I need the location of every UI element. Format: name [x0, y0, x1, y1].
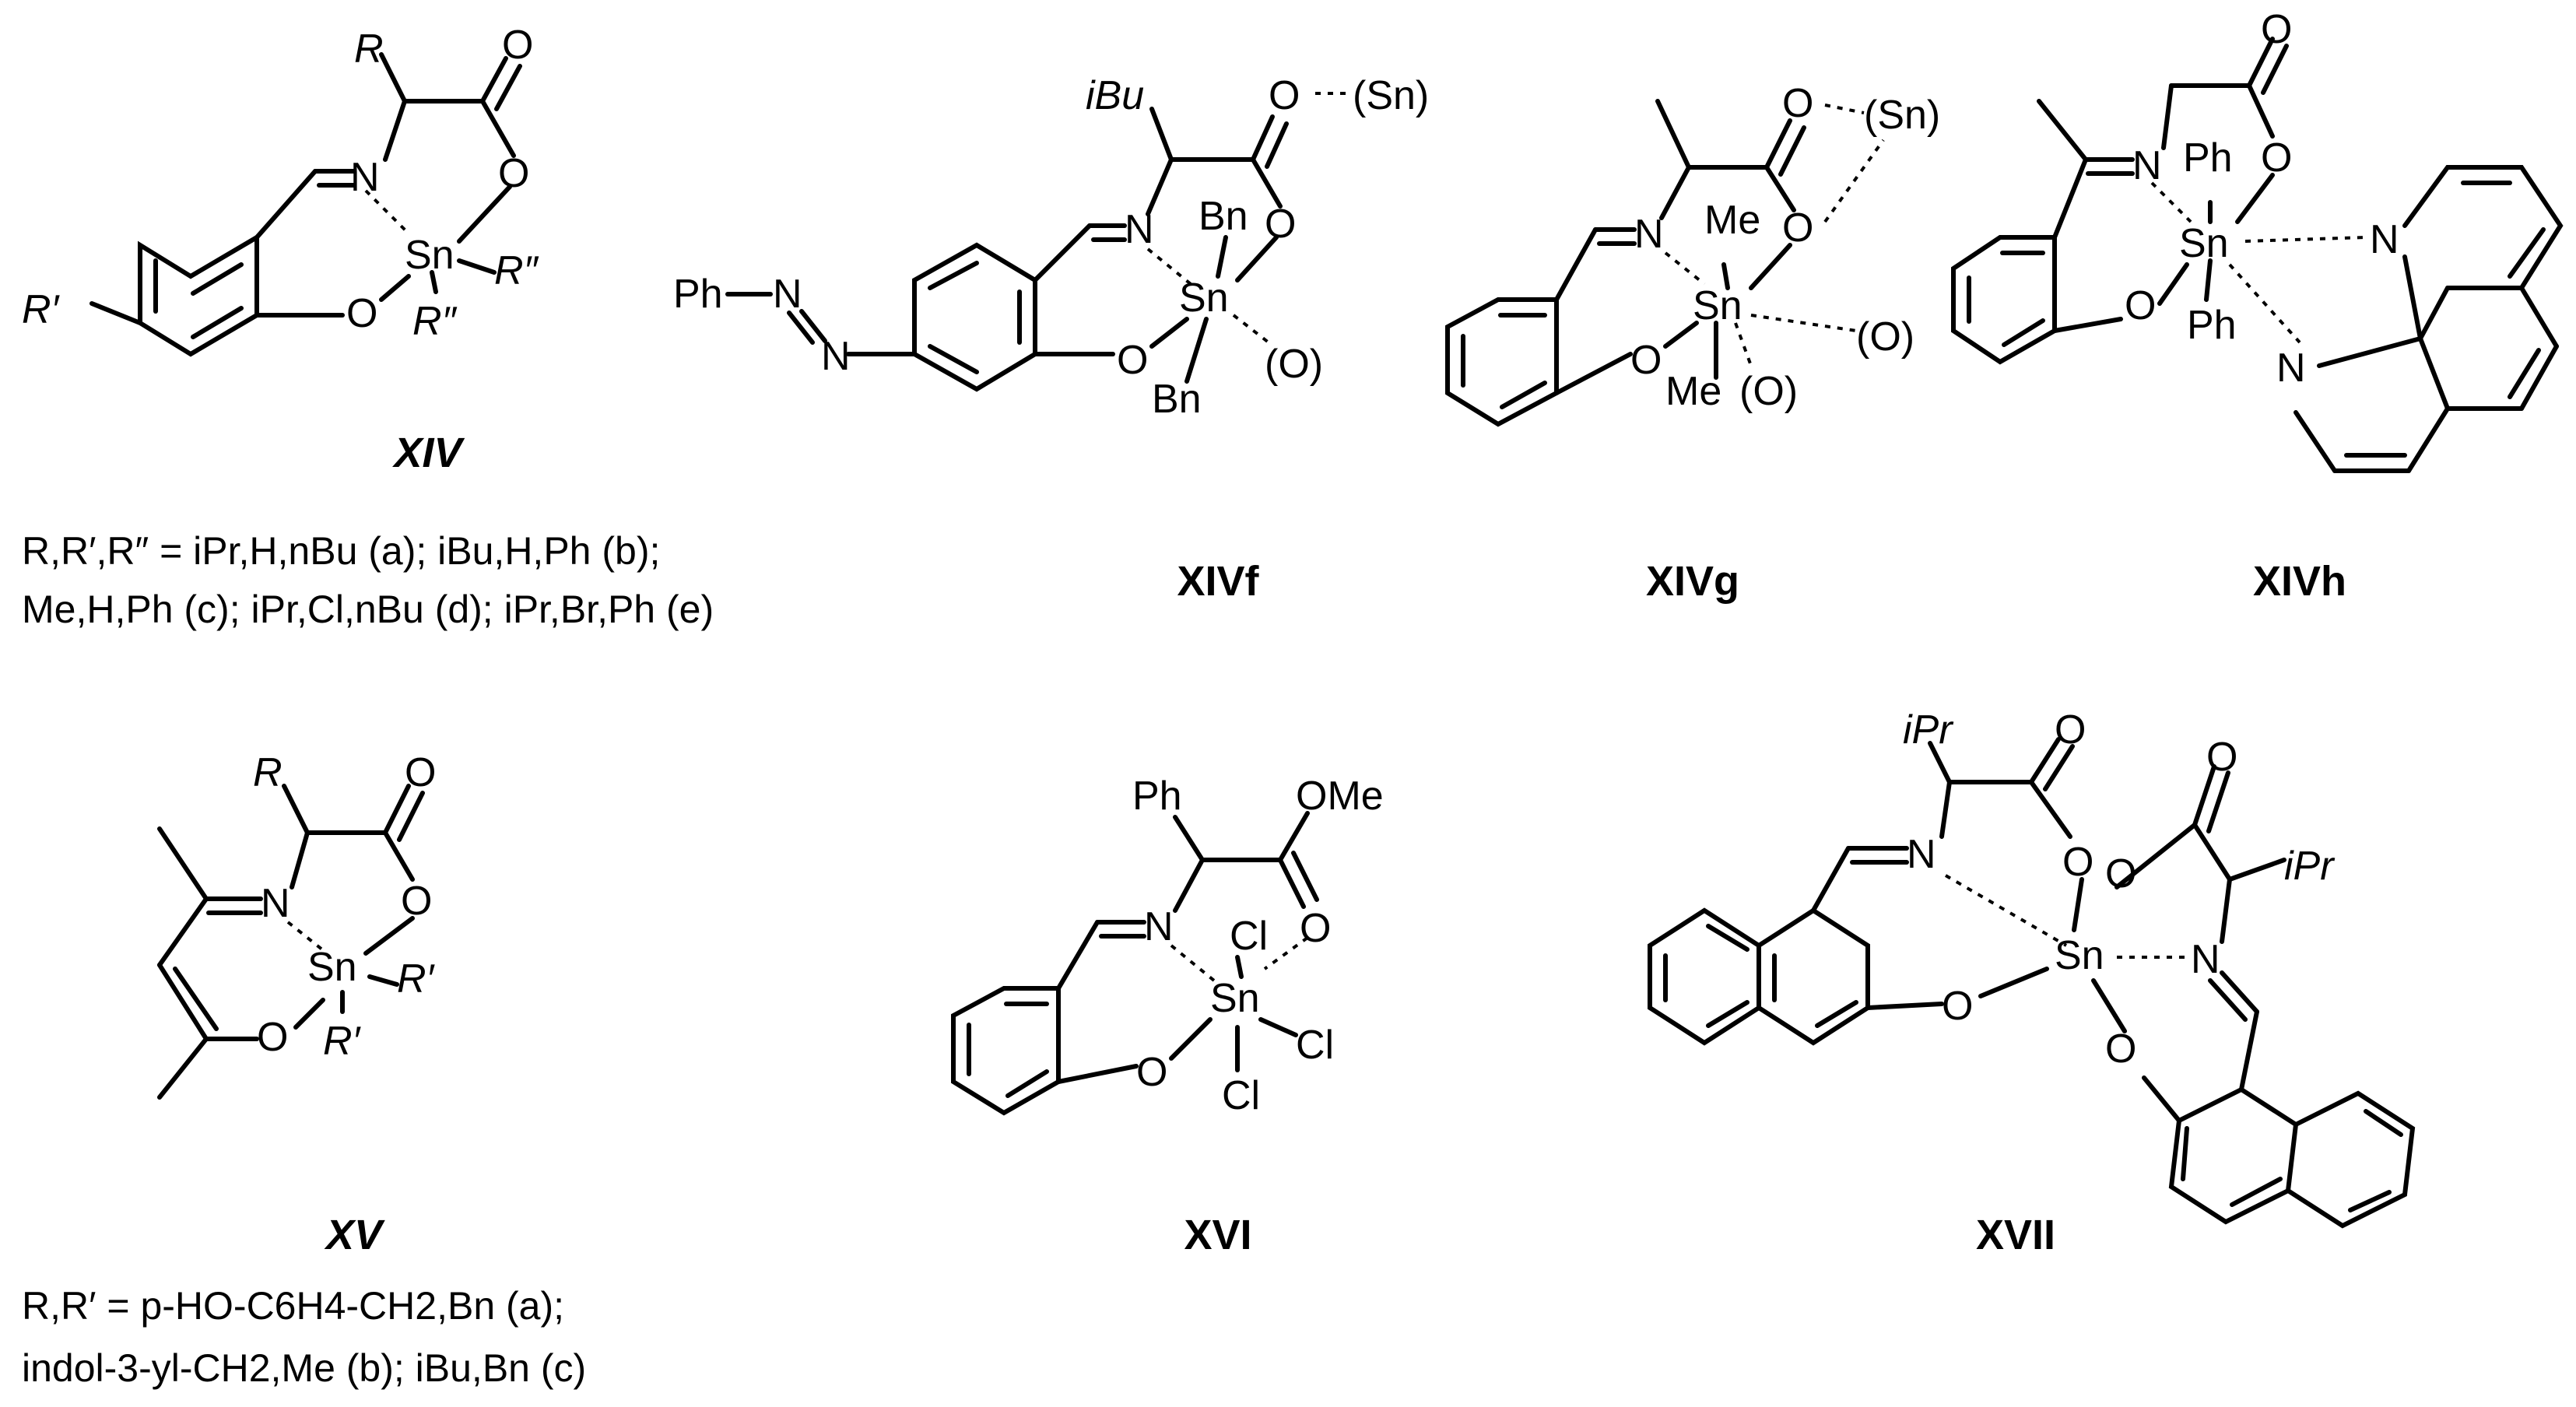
xvi-atom-O2: O	[1300, 906, 1331, 951]
xivh-atom-O3: O	[2125, 283, 2156, 328]
xivh-atom-O1: O	[2261, 7, 2292, 52]
label-XVII: XVII	[1976, 1212, 2055, 1258]
xvii-atom-N2: N	[2191, 937, 2220, 982]
label-XVI: XVI	[1184, 1212, 1251, 1258]
xvii-atom-O3: O	[2062, 840, 2093, 885]
xv-atom-R1a: R′	[397, 956, 436, 1002]
structure-XIVf: Ph N N iBu O (Sn) N O Bn Sn O Bn (O)	[673, 73, 1429, 422]
xiv-atom-R: R	[354, 26, 384, 72]
xvii-atom-O6: O	[2105, 1026, 2136, 1072]
label-XV: XV	[324, 1212, 385, 1258]
structure-XIV: R O O N Sn O R′ R″ R″	[22, 23, 539, 357]
xvi-atom-Cl3: Cl	[1222, 1073, 1260, 1118]
xivf-atom-Ph: Ph	[673, 272, 723, 317]
xvii-atom-O5: O	[1942, 984, 1973, 1029]
xvii-atom-iPr2: iPr	[2284, 844, 2336, 889]
xiv-atom-R2a: R″	[494, 248, 539, 293]
xivg-atom-N: N	[1634, 212, 1664, 257]
xivh-atom-N-phen2: N	[2276, 346, 2306, 391]
xivf-atom-N: N	[1125, 207, 1154, 252]
xv-atom-R: R	[253, 750, 283, 795]
xvi-atom-Cl2: Cl	[1296, 1023, 1334, 1068]
xivf-atom-Sn: Sn	[1179, 275, 1229, 321]
xivg-atom-Me2: Me	[1665, 369, 1721, 414]
xvi-atom-Cl1: Cl	[1230, 914, 1268, 959]
xivf-atom-O-paren: (O)	[1265, 342, 1323, 387]
xiv-atom-R2b: R″	[412, 299, 458, 344]
xivf-atom-Bn1: Bn	[1199, 194, 1248, 239]
structure-XIVg: O (Sn) N O Me Sn (O) O Me (O)	[1445, 81, 1940, 427]
xivh-atom-Ph2: Ph	[2187, 303, 2237, 348]
xivg-atom-O-paren2: (O)	[1739, 369, 1798, 414]
xivf-atom-O2: O	[1265, 202, 1296, 247]
xivh-atom-Sn: Sn	[2179, 221, 2229, 266]
structure-XVI: Ph OMe N Cl O Sn Cl O Cl	[951, 774, 1384, 1118]
caption-xv-line2: indol-3-yl-CH2,Me (b); iBu,Bn (c)	[22, 1346, 586, 1390]
xvii-atom-O4: O	[2105, 851, 2136, 896]
xv-atom-Sn: Sn	[307, 945, 357, 990]
xivh-atom-N-imine: N	[2132, 143, 2162, 188]
label-XIVf: XIVf	[1177, 558, 1259, 605]
caption-xiv-line2: Me,H,Ph (c); iPr,Cl,nBu (d); iPr,Br,Ph (…	[22, 588, 714, 631]
xivg-atom-O2: O	[1782, 205, 1813, 251]
xvii-atom-N1: N	[1907, 832, 1936, 877]
xv-atom-O2: O	[401, 879, 432, 924]
xiv-atom-Sn: Sn	[405, 233, 454, 278]
structure-XV: R O N O Sn R′ O R′	[157, 750, 436, 1100]
caption-xv-line1: R,R′ = p-HO-C6H4-CH2,Bn (a);	[22, 1284, 564, 1328]
xivh-atom-N-phen1: N	[2370, 217, 2399, 262]
caption-xiv-line1: R,R′,R″ = iPr,H,nBu (a); iBu,H,Ph (b);	[22, 529, 660, 573]
xvi-atom-Ph: Ph	[1132, 774, 1182, 819]
xiv-atom-O2: O	[498, 151, 529, 196]
xiv-atom-O3: O	[346, 291, 377, 336]
xivh-atom-O2: O	[2261, 135, 2292, 181]
xvii-atom-iPr1: iPr	[1903, 707, 1954, 753]
xivf-atom-iBu: iBu	[1086, 73, 1144, 118]
xivg-atom-Me1: Me	[1704, 198, 1760, 243]
xvii-atom-O1: O	[2055, 707, 2086, 753]
xiv-atom-N: N	[350, 155, 380, 200]
structure-XVII: iPr O O N O O iPr Sn N O O	[1648, 707, 2416, 1229]
xivg-atom-Sn: Sn	[1693, 283, 1742, 328]
xiv-atom-R1: R′	[22, 287, 61, 332]
structure-XIVh: N O O Ph Sn N O Ph N	[1951, 7, 2564, 473]
xvii-atom-Sn: Sn	[2055, 933, 2104, 978]
xv-atom-N: N	[261, 881, 290, 926]
xivh-atom-Ph1: Ph	[2183, 135, 2233, 181]
label-XIVg: XIVg	[1646, 558, 1739, 605]
xvi-atom-O3: O	[1136, 1050, 1167, 1095]
xivg-atom-Sn-paren: (Sn)	[1864, 93, 1940, 138]
label-XIVh: XIVh	[2253, 558, 2346, 605]
xivf-atom-Sn-paren: (Sn)	[1353, 73, 1429, 118]
xivf-atom-N-azo2: N	[821, 334, 851, 379]
label-XIV: XIV	[391, 430, 465, 476]
xvi-atom-N: N	[1144, 904, 1174, 949]
xivf-atom-Bn2: Bn	[1152, 377, 1202, 422]
xivg-atom-O-paren1: (O)	[1856, 314, 1914, 360]
xv-atom-O3: O	[257, 1015, 288, 1060]
xivg-atom-O1: O	[1782, 81, 1813, 126]
xivf-atom-N-azo1: N	[773, 272, 802, 317]
xv-atom-R1b: R′	[323, 1019, 362, 1064]
xiv-atom-O1: O	[502, 23, 533, 68]
xv-atom-O1: O	[405, 750, 436, 795]
xivg-atom-O3: O	[1630, 338, 1662, 383]
xvi-atom-OMe: OMe	[1296, 774, 1384, 819]
xvi-atom-Sn: Sn	[1210, 976, 1260, 1021]
xvii-atom-O2: O	[2206, 735, 2237, 780]
xivf-atom-O3: O	[1117, 338, 1148, 383]
xivf-atom-O1: O	[1269, 73, 1300, 118]
